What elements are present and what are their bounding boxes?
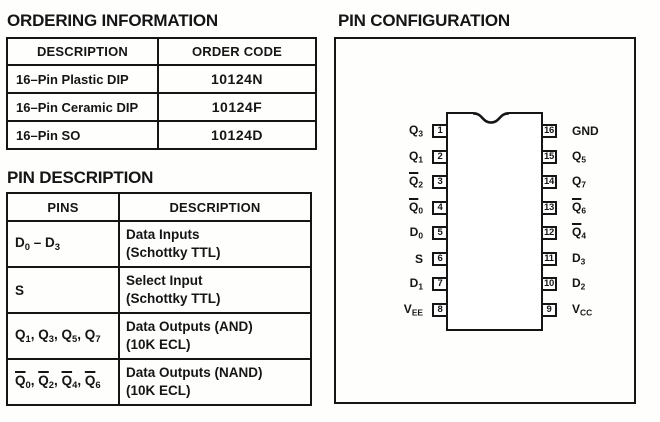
ic-package-body (446, 112, 543, 331)
pin-number-box: 5 (432, 226, 448, 240)
pin-number-box: 4 (432, 201, 448, 215)
ordering-information-title: ORDERING INFORMATION (7, 11, 219, 30)
pin-group: D0 – D3 (6, 220, 120, 268)
pin-label: S (414, 252, 423, 266)
pin-label: Q1 (408, 149, 423, 165)
pin-label: VEE (403, 302, 423, 318)
pin-number-box: 13 (541, 201, 557, 215)
pin-row: Q0 4 (336, 201, 448, 215)
order-code: 10124N (157, 64, 317, 94)
pin-group-description: Data Outputs (NAND) (10K ECL) (118, 358, 312, 406)
table-row: 16–Pin Plastic DIP 10124N (6, 64, 317, 94)
pin-row: 12 Q4 (541, 226, 586, 240)
table-row: Q1, Q3, Q5, Q7 Data Outputs (AND) (10K E… (6, 312, 312, 360)
table-row: Q0, Q2, Q4, Q6 Data Outputs (NAND) (10K … (6, 358, 312, 406)
pin-group: Q1, Q3, Q5, Q7 (6, 312, 120, 360)
order-code: 10124F (157, 92, 317, 122)
pin-label: D3 (572, 251, 586, 267)
pin-description-table: PINS DESCRIPTION D0 – D3 Data Inputs (Sc… (6, 192, 312, 406)
pin-number-box: 10 (541, 277, 557, 291)
pin-row: Q1 2 (336, 150, 448, 164)
pin-label: D1 (409, 276, 423, 292)
pin-row: Q2 3 (336, 175, 448, 189)
pin-number-box: 16 (541, 124, 557, 138)
pin-row: D1 7 (336, 277, 448, 291)
pin-group-description: Data Inputs (Schottky TTL) (118, 220, 312, 268)
pin-row: Q3 1 (336, 124, 448, 138)
pin-number-box: 9 (541, 303, 557, 317)
table-row: D0 – D3 Data Inputs (Schottky TTL) (6, 220, 312, 268)
pin-row: 16 GND (541, 124, 599, 138)
pin-number-box: 3 (432, 175, 448, 189)
pin-row: VEE 8 (336, 303, 448, 317)
ordering-header-description: DESCRIPTION (6, 37, 159, 66)
order-code: 10124D (157, 120, 317, 150)
pin-configuration-title: PIN CONFIGURATION (338, 11, 510, 30)
pin-number-box: 15 (541, 150, 557, 164)
pin-description-title: PIN DESCRIPTION (7, 168, 154, 187)
pin-number-box: 7 (432, 277, 448, 291)
pin-label: Q4 (572, 225, 587, 241)
pin-group: Q0, Q2, Q4, Q6 (6, 358, 120, 406)
pin-description-header-row: PINS DESCRIPTION (6, 192, 312, 222)
pin-label: VCC (572, 302, 593, 318)
package-description: 16–Pin SO (6, 120, 159, 150)
pins-header: PINS (6, 192, 120, 222)
package-description: 16–Pin Ceramic DIP (6, 92, 159, 122)
pin-number-box: 6 (432, 252, 448, 266)
pin-group-description: Select Input (Schottky TTL) (118, 266, 312, 314)
ordering-information-table: DESCRIPTION ORDER CODE 16–Pin Plastic DI… (6, 37, 317, 150)
pin-label: Q3 (408, 123, 423, 139)
pin-label: GND (572, 124, 599, 138)
pin-row: 9 VCC (541, 303, 592, 317)
package-description: 16–Pin Plastic DIP (6, 64, 159, 94)
pin-row: D0 5 (336, 226, 448, 240)
pin-number-box: 14 (541, 175, 557, 189)
pin-number-box: 2 (432, 150, 448, 164)
pin-row: 13 Q6 (541, 201, 586, 215)
table-row: 16–Pin Ceramic DIP 10124F (6, 92, 317, 122)
pin-number-box: 11 (541, 252, 557, 266)
pin-label: Q5 (572, 149, 587, 165)
pin-label: D2 (572, 276, 586, 292)
pin-label: Q7 (572, 174, 587, 190)
pin-row: 14 Q7 (541, 175, 586, 189)
pin-label: Q6 (572, 200, 587, 216)
table-row: 16–Pin SO 10124D (6, 120, 317, 150)
pin-row: 15 Q5 (541, 150, 586, 164)
pin-number-box: 1 (432, 124, 448, 138)
table-row: S Select Input (Schottky TTL) (6, 266, 312, 314)
description-header: DESCRIPTION (118, 192, 312, 222)
ordering-header-row: DESCRIPTION ORDER CODE (6, 37, 317, 66)
pin-label: Q0 (408, 200, 423, 216)
pin-label: D0 (409, 225, 423, 241)
pin-group: S (6, 266, 120, 314)
pin-row: 11 D3 (541, 252, 585, 266)
ic-notch-icon (473, 112, 509, 125)
pin-row: 10 D2 (541, 277, 585, 291)
pin-group-description: Data Outputs (AND) (10K ECL) (118, 312, 312, 360)
pin-number-box: 8 (432, 303, 448, 317)
ordering-header-order-code: ORDER CODE (157, 37, 317, 66)
pin-label: Q2 (408, 174, 423, 190)
pin-number-box: 12 (541, 226, 557, 240)
